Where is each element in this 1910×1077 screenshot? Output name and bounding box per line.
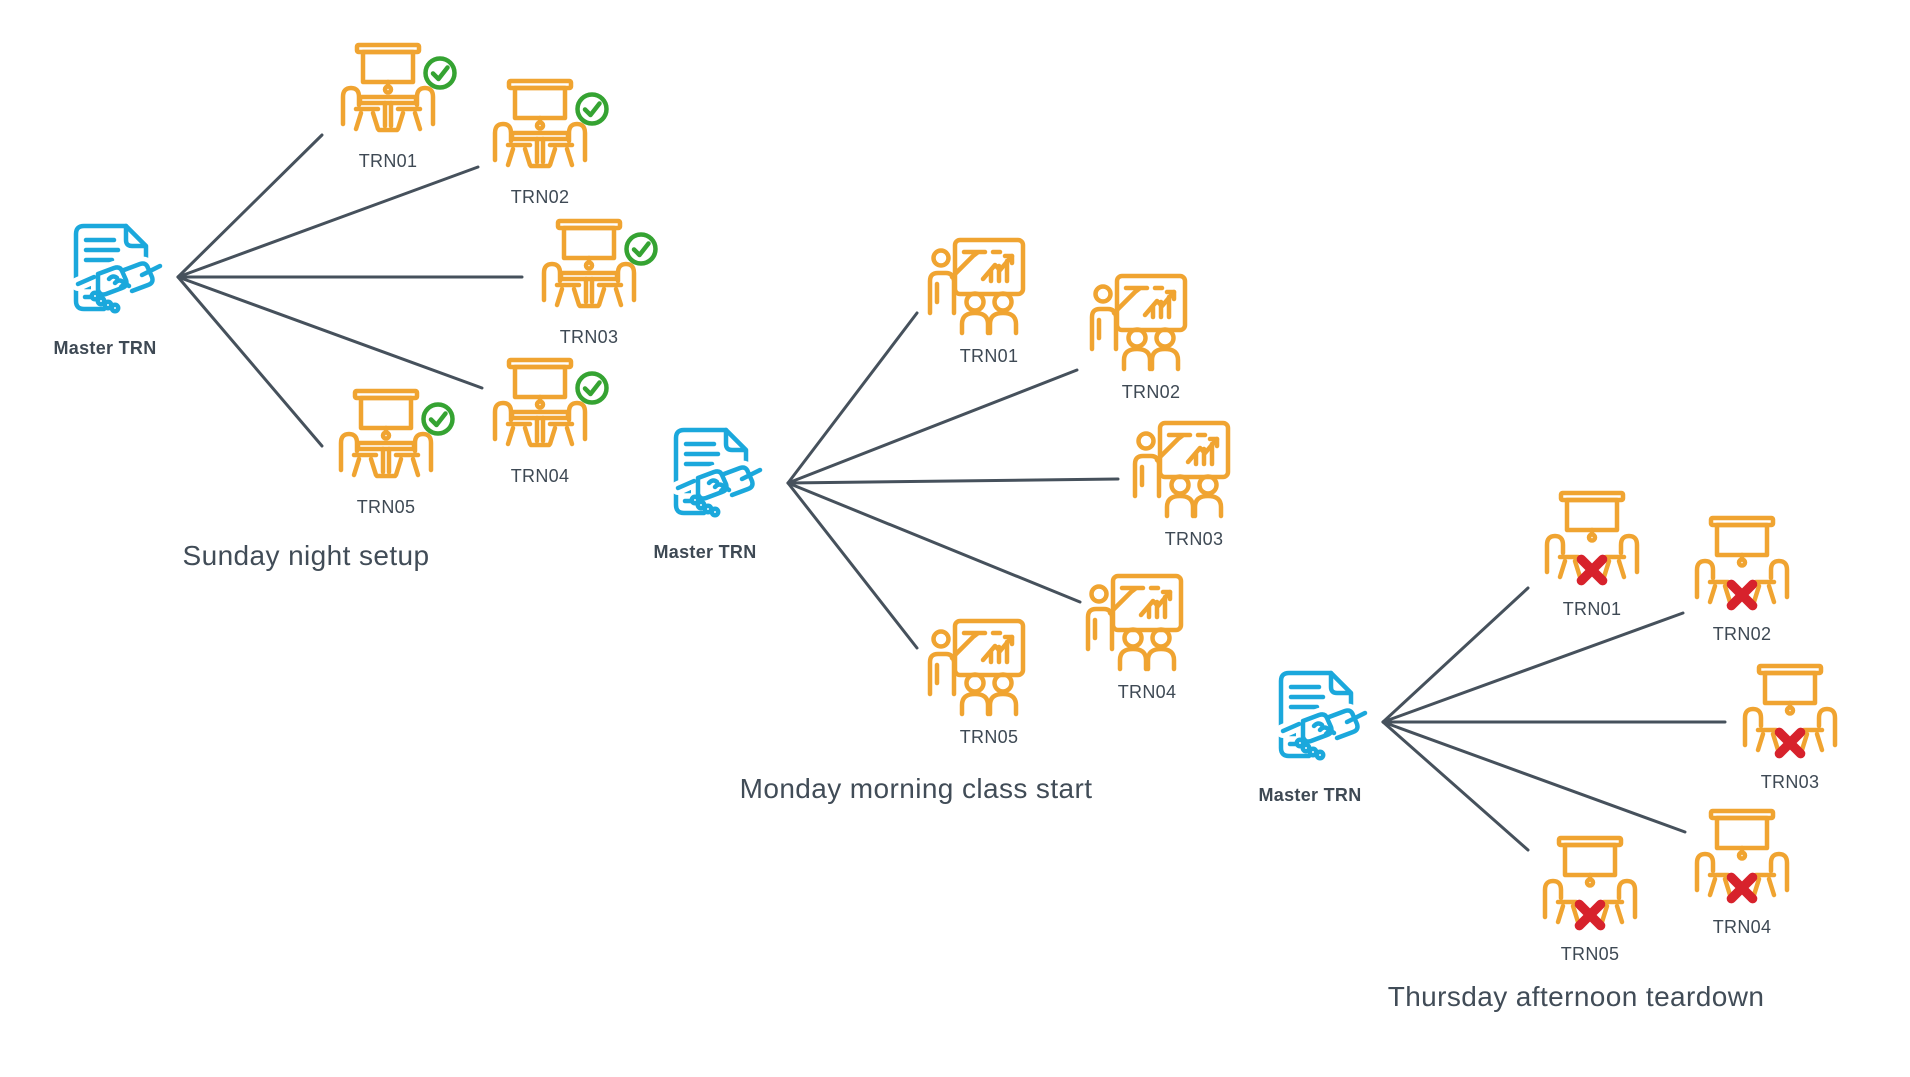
connector-line <box>786 311 919 485</box>
red-x-icon <box>1726 579 1758 611</box>
room-node-trn01: TRN01 <box>1540 490 1644 619</box>
connector-line <box>786 481 1082 604</box>
check-circle-icon <box>623 231 659 267</box>
training-session-icon <box>1087 273 1191 377</box>
connector-line <box>176 275 484 390</box>
room-node-trn01: TRN01 <box>336 42 440 171</box>
master-trn-node: Master TRN <box>653 425 766 562</box>
stage-caption: Thursday afternoon teardown <box>1387 981 1765 1012</box>
room-label: TRN04 <box>1712 917 1772 937</box>
connector-line <box>176 165 480 279</box>
connector-line <box>786 477 1120 485</box>
room-label: TRN05 <box>1560 944 1620 964</box>
training-session-icon <box>925 237 1029 341</box>
room-node-trn02: TRN02 <box>488 78 592 207</box>
room-label: TRN03 <box>1760 772 1820 792</box>
room-node-trn04: TRN04 <box>1083 573 1187 702</box>
check-circle-icon <box>574 91 610 127</box>
room-label: TRN02 <box>1712 624 1772 644</box>
connector-line <box>786 368 1079 485</box>
room-label: TRN04 <box>1117 682 1177 702</box>
room-node-trn04: TRN04 <box>488 357 592 486</box>
training-session-icon <box>1130 420 1234 524</box>
room-label: TRN01 <box>358 151 418 171</box>
room-node-trn03: TRN03 <box>1738 663 1842 792</box>
master-trn-label: Master TRN <box>53 338 157 358</box>
room-node-trn02: TRN02 <box>1087 273 1191 402</box>
room-label: TRN05 <box>356 497 416 517</box>
room-node-trn05: TRN05 <box>1538 835 1642 964</box>
room-label: TRN05 <box>959 727 1019 747</box>
room-node-trn01: TRN01 <box>925 237 1029 366</box>
room-node-trn02: TRN02 <box>1690 515 1794 644</box>
connector-line <box>176 275 324 448</box>
red-x-icon <box>1774 727 1806 759</box>
connector-line <box>1381 720 1530 852</box>
master-trn-node: Master TRN <box>1258 668 1371 805</box>
room-node-trn05: TRN05 <box>334 388 438 517</box>
red-x-icon <box>1576 554 1608 586</box>
room-label: TRN01 <box>959 346 1019 366</box>
master-trn-node: Master TRN <box>53 221 166 358</box>
stage-caption: Monday morning class start <box>739 773 1093 804</box>
room-label: TRN02 <box>1121 382 1181 402</box>
master-trn-label: Master TRN <box>1258 785 1362 805</box>
room-node-trn03: TRN03 <box>537 218 641 347</box>
room-label: TRN03 <box>559 327 619 347</box>
red-x-icon <box>1574 899 1606 931</box>
connector-line <box>786 481 919 650</box>
master-trn-label: Master TRN <box>653 542 757 562</box>
training-session-icon <box>925 618 1029 722</box>
room-node-trn03: TRN03 <box>1130 420 1234 549</box>
check-circle-icon <box>420 401 456 437</box>
connector-line <box>176 133 324 279</box>
room-label: TRN04 <box>510 466 570 486</box>
training-session-icon <box>1083 573 1187 677</box>
master-trn-document-handshake-icon <box>1267 668 1371 772</box>
room-node-trn05: TRN05 <box>925 618 1029 747</box>
room-node-trn04: TRN04 <box>1690 808 1794 937</box>
stage-caption: Sunday night setup <box>182 540 430 571</box>
master-trn-document-handshake-icon <box>662 425 766 529</box>
connector-line <box>1381 611 1685 724</box>
check-circle-icon <box>574 370 610 406</box>
master-trn-document-handshake-icon <box>62 221 166 325</box>
room-label: TRN03 <box>1164 529 1224 549</box>
connector-line <box>1381 720 1687 834</box>
room-label: TRN02 <box>510 187 570 207</box>
red-x-icon <box>1726 872 1758 904</box>
room-label: TRN01 <box>1562 599 1622 619</box>
connector-line <box>1381 586 1530 724</box>
check-circle-icon <box>422 55 458 91</box>
